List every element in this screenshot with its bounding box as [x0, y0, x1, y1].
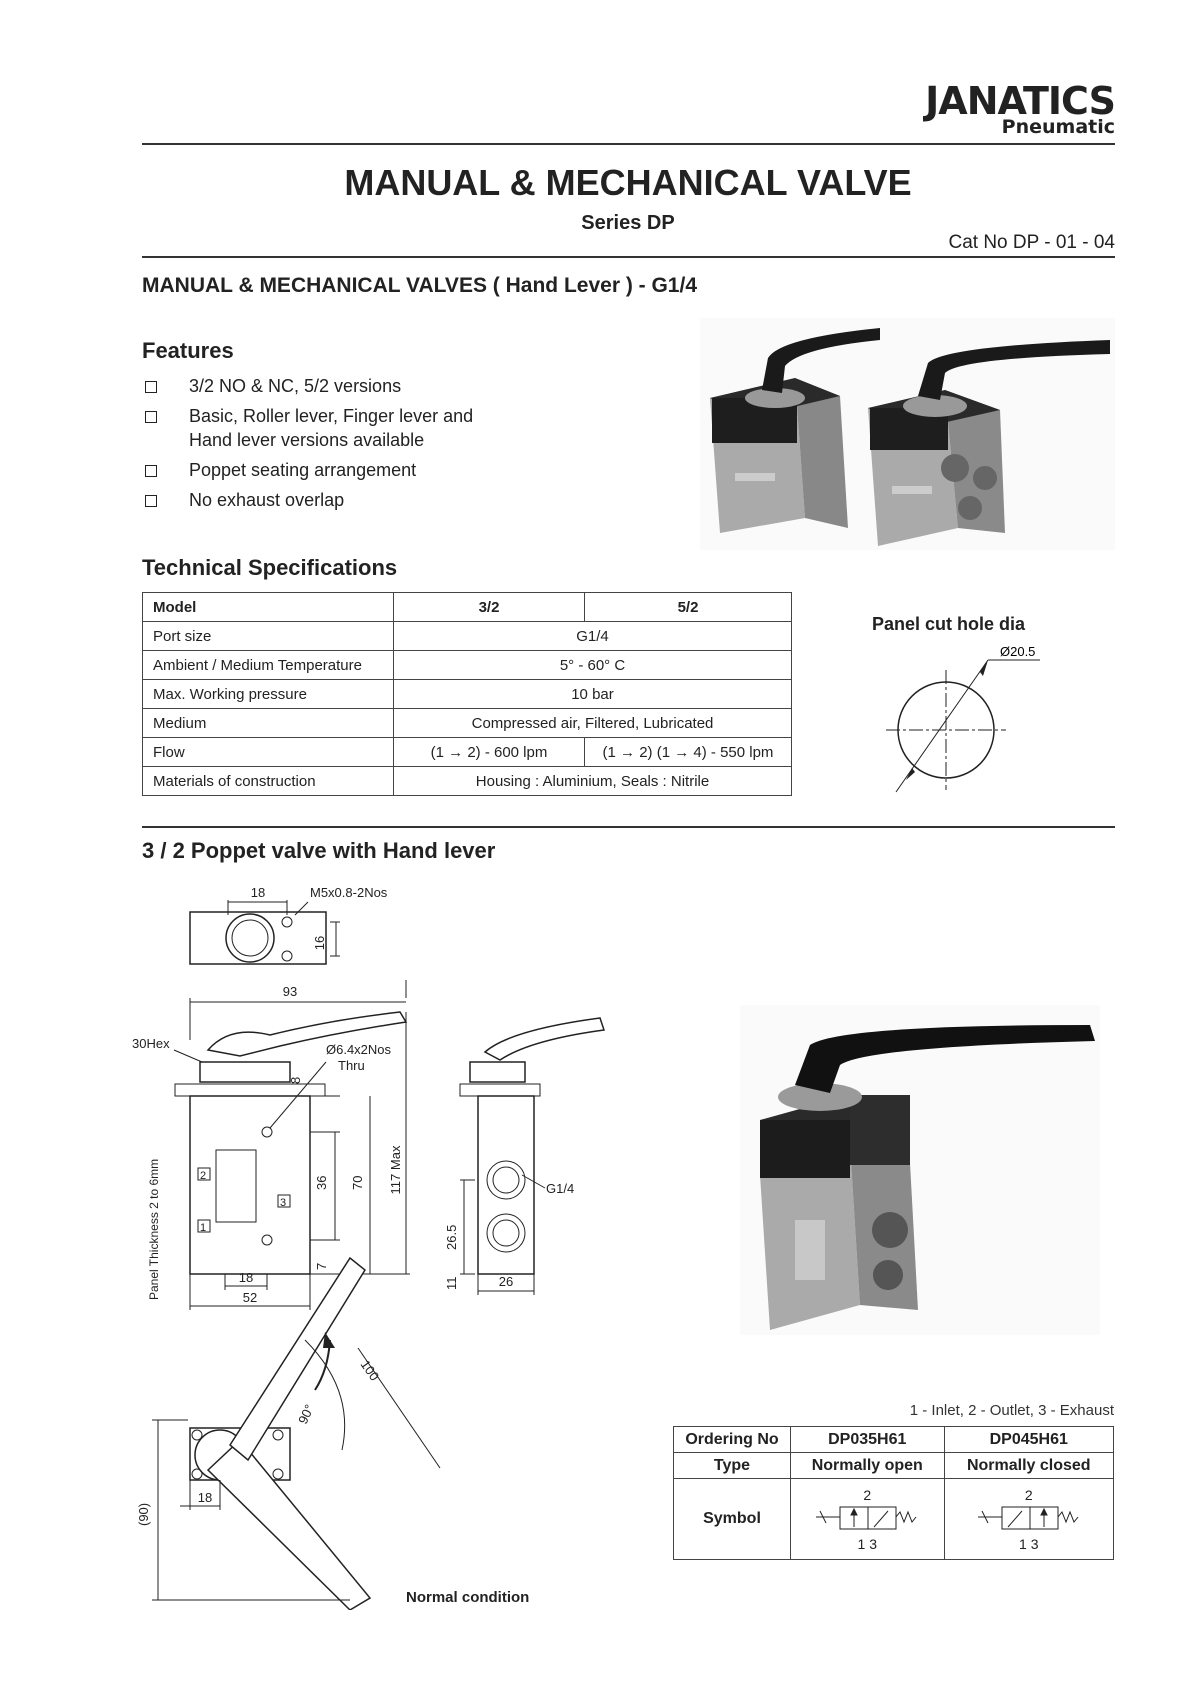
table-cell: (1 → 2) (1 → 4) - 550 lpm [584, 737, 792, 767]
table-cell: Materials of construction [142, 766, 394, 796]
svg-text:100: 100 [358, 1357, 383, 1383]
svg-text:26.5: 26.5 [444, 1225, 459, 1250]
table-cell: Normally closed [943, 1452, 1115, 1479]
svg-text:36: 36 [314, 1176, 329, 1190]
checkbox-icon [145, 465, 157, 477]
table-row: Type Normally open Normally closed [673, 1452, 1115, 1479]
table-header-cell: Ordering No [673, 1426, 791, 1453]
table-cell: 10 bar [393, 679, 792, 709]
svg-text:70: 70 [350, 1176, 365, 1190]
table-cell: (1 → 2) - 600 lpm [393, 737, 585, 767]
table-header-cell: 3/2 [393, 592, 585, 622]
svg-text:26: 26 [499, 1274, 513, 1289]
page-title: MANUAL & MECHANICAL VALVE [344, 162, 912, 203]
dim-g14: G1/4 [546, 1181, 574, 1196]
table-cell: 5° - 60° C [393, 650, 792, 680]
poppet-heading: 3 / 2 Poppet valve with Hand lever [142, 838, 496, 863]
catalog-number: Cat No DP - 01 - 04 [948, 232, 1115, 253]
table-cell: Port size [142, 621, 394, 651]
list-item: Poppet seating arrangement [142, 458, 519, 482]
list-item: Basic, Roller lever, Finger lever and Ha… [142, 404, 519, 452]
table-cell: G1/4 [393, 621, 792, 651]
table-cell: Symbol [673, 1478, 791, 1560]
svg-text:8: 8 [288, 1077, 303, 1084]
svg-text:(90): (90) [136, 1503, 151, 1526]
port-legend: 1 - Inlet, 2 - Outlet, 3 - Exhaust [909, 1402, 1114, 1419]
dimension-drawing: 18 M5x0.8-2Nos 16 93 30Hex 2 3 1 8 Ø6.4x… [132, 885, 605, 1610]
divider [142, 256, 1115, 258]
product-photo-single [740, 1005, 1100, 1335]
svg-text:7: 7 [314, 1263, 329, 1270]
features-list: 3/2 NO & NC, 5/2 versions Basic, Roller … [142, 374, 519, 518]
table-header-cell: 5/2 [584, 592, 792, 622]
panel-thickness-label: Panel Thickness 2 to 6mm [147, 1159, 161, 1300]
dim-16: 16 [312, 936, 327, 950]
list-item: No exhaust overlap [142, 488, 519, 512]
svg-text:18: 18 [198, 1490, 212, 1505]
checkbox-icon [145, 411, 157, 423]
svg-text:3: 3 [280, 1197, 286, 1209]
table-header-cell: Model [142, 592, 394, 622]
table-cell: Compressed air, Filtered, Lubricated [393, 708, 792, 738]
tech-heading: Technical Specifications [142, 555, 398, 580]
dim-m5: M5x0.8-2Nos [310, 885, 388, 900]
table-row: Model 3/2 5/2 [142, 592, 792, 622]
panel-dia-label: Ø20.5 [1000, 644, 1035, 659]
list-item: 3/2 NO & NC, 5/2 versions [142, 374, 519, 398]
table-cell: Max. Working pressure [142, 679, 394, 709]
divider [142, 826, 1115, 828]
table-header-cell: DP035H61 [790, 1426, 945, 1453]
svg-text:117 Max: 117 Max [388, 1145, 403, 1194]
brand-name: JANATICS [925, 79, 1116, 123]
table-cell: Flow [142, 737, 394, 767]
svg-text:11: 11 [444, 1277, 459, 1291]
svg-text:18: 18 [239, 1270, 253, 1285]
svg-text:52: 52 [243, 1290, 257, 1305]
panel-hole-diagram: Ø20.5 [886, 644, 1040, 793]
dim-hole: Ø6.4x2Nos [326, 1042, 392, 1057]
svg-text:2: 2 [200, 1170, 206, 1182]
dim-18: 18 [251, 885, 265, 900]
table-row: Flow(1 → 2) - 600 lpm(1 → 2) (1 → 4) - 5… [142, 737, 792, 767]
dim-hex: 30Hex [132, 1036, 170, 1051]
table-row: Symbol 2 1 3 2 1 3 [673, 1478, 1115, 1560]
brand-logo: JANATICS Pneumatic [925, 79, 1116, 138]
valve-symbol-no-icon [816, 1506, 917, 1529]
svg-text:1: 1 [200, 1222, 206, 1234]
svg-text:Thru: Thru [338, 1058, 365, 1073]
table-cell: 2 1 3 [943, 1478, 1115, 1560]
brand-sub: Pneumatic [1001, 116, 1115, 138]
table-cell: Type [673, 1452, 791, 1479]
normal-condition-label: Normal condition [406, 1589, 529, 1606]
table-cell: Medium [142, 708, 394, 738]
ordering-table: Ordering No DP035H61 DP045H61 Type Norma… [673, 1426, 1115, 1560]
divider [142, 143, 1115, 145]
svg-text:90°: 90° [295, 1402, 317, 1426]
table-header-cell: DP045H61 [943, 1426, 1115, 1453]
table-cell: Ambient / Medium Temperature [142, 650, 394, 680]
series-label: Series DP [581, 212, 675, 234]
table-cell: Housing : Aluminium, Seals : Nitrile [393, 766, 792, 796]
section-title: MANUAL & MECHANICAL VALVES ( Hand Lever … [142, 274, 698, 297]
table-cell: Normally open [790, 1452, 945, 1479]
table-cell: 2 1 3 [790, 1478, 945, 1560]
checkbox-icon [145, 381, 157, 393]
dim-93: 93 [283, 984, 297, 999]
product-photo-pair [700, 318, 1115, 550]
features-heading: Features [142, 338, 234, 363]
table-row: Ordering No DP035H61 DP045H61 [673, 1426, 1115, 1453]
checkbox-icon [145, 495, 157, 507]
valve-symbol-nc-icon [977, 1506, 1079, 1529]
panel-heading: Panel cut hole dia [872, 614, 1026, 634]
